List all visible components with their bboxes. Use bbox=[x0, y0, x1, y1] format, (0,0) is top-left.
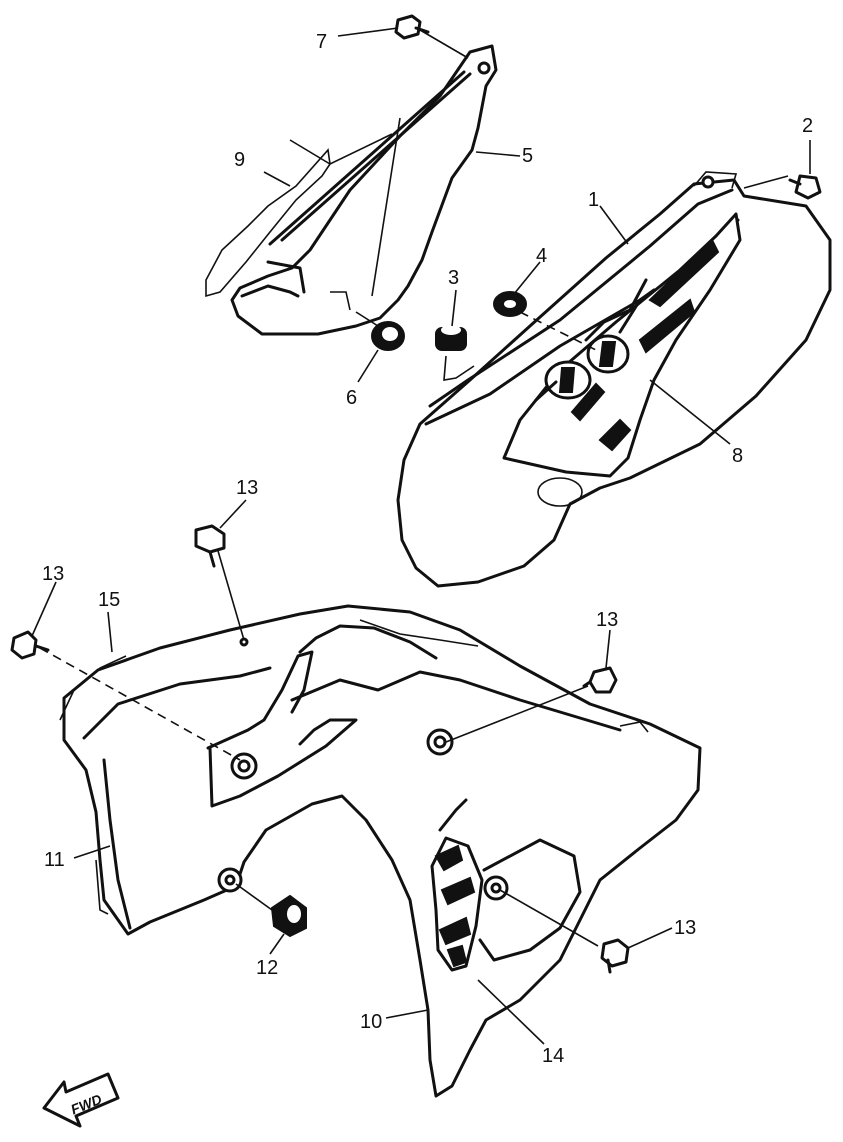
callout-13-top: 13 bbox=[236, 477, 258, 499]
part-2-screw bbox=[743, 174, 822, 200]
part-4-grommet bbox=[493, 291, 597, 351]
part-13-bolt-right bbox=[582, 666, 618, 694]
part-1-side-cover bbox=[396, 171, 832, 588]
callout-2: 2 bbox=[802, 115, 813, 137]
callout-labels: 7 9 5 1 2 3 4 6 8 13 13 15 13 11 12 13 1… bbox=[42, 31, 813, 1067]
callout-14: 14 bbox=[542, 1045, 564, 1067]
callout-7: 7 bbox=[316, 31, 327, 53]
assembly-lines bbox=[39, 133, 599, 947]
part-13-bolt-top bbox=[194, 524, 226, 568]
callout-13-lower: 13 bbox=[674, 917, 696, 939]
callout-1: 1 bbox=[588, 189, 599, 211]
fwd-arrow-icon: FWD bbox=[42, 1072, 120, 1128]
part-12-damper bbox=[270, 894, 307, 938]
callout-6: 6 bbox=[346, 387, 357, 409]
part-9-seal bbox=[205, 148, 331, 298]
callout-leaders bbox=[31, 27, 811, 1045]
callout-9: 9 bbox=[234, 149, 245, 171]
part-5-inner-panel bbox=[230, 44, 498, 336]
part-11-lower-cover bbox=[59, 604, 702, 1098]
callout-5: 5 bbox=[522, 145, 533, 167]
callout-11: 11 bbox=[44, 849, 65, 871]
callout-15: 15 bbox=[98, 589, 120, 611]
callout-8: 8 bbox=[732, 445, 743, 467]
part-6-grommet bbox=[355, 311, 405, 351]
part-3-damper bbox=[435, 325, 475, 381]
part-13-bolt-lower bbox=[600, 938, 630, 974]
callout-10: 10 bbox=[360, 1011, 382, 1033]
part-14-decal bbox=[430, 836, 484, 972]
callout-13-left: 13 bbox=[42, 563, 64, 585]
callout-3: 3 bbox=[448, 267, 459, 289]
part-7-screw bbox=[394, 14, 469, 59]
callout-4: 4 bbox=[536, 245, 547, 267]
callout-13-right: 13 bbox=[596, 609, 618, 631]
callout-12: 12 bbox=[256, 957, 278, 979]
part-13-bolt-left bbox=[10, 630, 50, 660]
